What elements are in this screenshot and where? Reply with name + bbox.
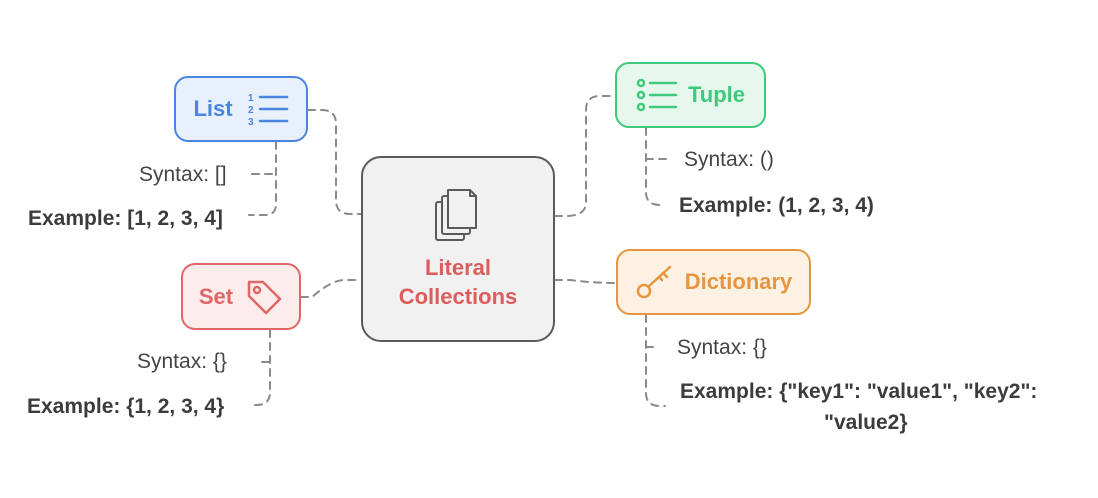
list-syntax: Syntax: []	[139, 163, 227, 186]
tuple-example: Example: (1, 2, 3, 4)	[679, 194, 874, 217]
connector-center-tuple	[554, 95, 616, 217]
list-node: List 1 2 3	[174, 76, 308, 142]
dictionary-node: Dictionary	[616, 249, 811, 315]
connector-dict-details	[645, 314, 666, 407]
svg-text:3: 3	[248, 117, 254, 127]
svg-text:2: 2	[248, 105, 254, 116]
tag-icon	[247, 280, 282, 314]
svg-text:1: 1	[248, 93, 254, 104]
numbered-list-icon: 1 2 3	[248, 93, 288, 127]
dictionary-syntax: Syntax: {}	[677, 336, 767, 359]
bullet-list-icon	[636, 78, 678, 112]
tuple-label: Tuple	[687, 82, 746, 107]
set-node: Set	[181, 263, 301, 330]
central-title-line2: Collections	[398, 284, 518, 309]
tuple-syntax: Syntax: ()	[684, 148, 774, 171]
connector-list-center	[307, 109, 362, 215]
list-label: List	[193, 96, 233, 121]
documents-stack-icon	[435, 189, 477, 242]
dictionary-example-line2: "value2}	[824, 411, 908, 434]
connector-set-center	[300, 279, 362, 298]
dictionary-label: Dictionary	[684, 269, 793, 294]
set-syntax: Syntax: {}	[137, 350, 227, 373]
central-title-line1: Literal	[424, 255, 491, 281]
set-label: Set	[198, 283, 234, 309]
connector-set-details	[249, 329, 271, 406]
connector-center-dict	[554, 279, 617, 284]
set-example: Example: {1, 2, 3, 4}	[27, 395, 225, 418]
tuple-node: Tuple	[615, 62, 766, 128]
central-node: Literal Collections	[361, 156, 555, 342]
connector-tuple-details	[645, 127, 665, 206]
list-example: Example: [1, 2, 3, 4]	[28, 207, 223, 230]
key-icon	[636, 265, 671, 299]
connector-list-details	[248, 141, 277, 216]
central-title: Literal Collections	[399, 254, 518, 311]
dictionary-example-line1: Example: {"key1": "value1", "key2":	[680, 380, 1038, 403]
